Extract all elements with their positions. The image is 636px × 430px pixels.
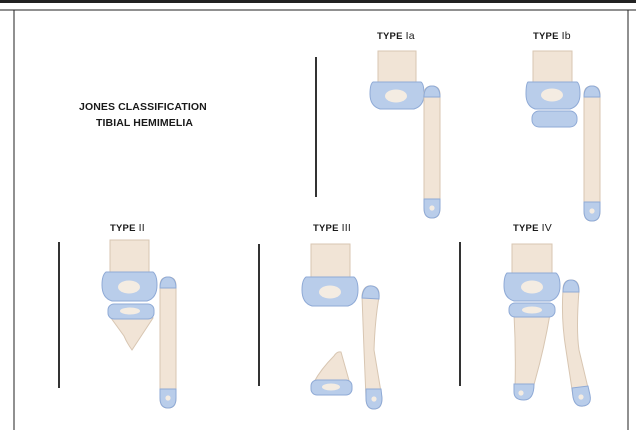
type-ii-fibula-nucleus (165, 395, 170, 400)
type-iii-distal-nucleus (322, 384, 340, 391)
type-iv-femoral-nucleus (521, 281, 543, 294)
type-ii-proximal-tibia (111, 318, 153, 350)
type-iii-prefix: TYPE (313, 223, 339, 234)
type-ib-fibula-top-epiphysis (584, 86, 600, 97)
type-ib-fibula (584, 86, 600, 221)
type-iii-distal-tibia (313, 352, 350, 384)
type-ia-femur-shaft (378, 51, 416, 84)
type-iv-distal-tibia-epiphysis (514, 384, 534, 400)
type-iii-numeral: III (342, 222, 351, 234)
type-iv-tibial-nucleus (522, 307, 542, 314)
type-ib-tibial-remnant (532, 111, 577, 127)
type-ii-femur-shaft (110, 240, 149, 275)
type-iv-femur-shaft (512, 244, 552, 276)
type-ii-prefix: TYPE (110, 223, 136, 234)
type-ii-fibula-top-epiphysis (160, 277, 176, 288)
type-ib-fibula-nucleus (589, 208, 594, 213)
type-ib-prefix: TYPE (533, 31, 559, 42)
type-ib-numeral: Ib (562, 30, 571, 42)
figure-title-line-2: TIBIAL HEMIMELIA (96, 117, 193, 129)
type-ii-femoral-nucleus (118, 281, 140, 294)
type-ia-femoral-nucleus (385, 90, 407, 103)
type-ii-tibial-nucleus (120, 308, 140, 315)
type-iv-numeral: IV (542, 222, 552, 234)
figure-title-line-1: JONES CLASSIFICATION (79, 101, 207, 113)
type-iv-prefix: TYPE (513, 223, 539, 234)
type-iv-tibia-shaft (514, 314, 550, 388)
type-ii-numeral: II (139, 222, 145, 234)
type-ib-drawing (526, 51, 600, 221)
type-ia-fibula (424, 86, 440, 218)
type-iii-drawing (302, 244, 382, 409)
type-ii-drawing (102, 240, 176, 408)
type-ii-fibula (160, 277, 176, 408)
type-iii-femoral-nucleus (319, 286, 341, 299)
type-ib-femur-shaft (533, 51, 572, 84)
type-iv-drawing (504, 244, 590, 406)
type-ib-femoral-nucleus (541, 89, 563, 102)
type-ia-fibula-nucleus (429, 205, 434, 210)
type-ia-fibula-top-epiphysis (424, 86, 440, 97)
type-ia-drawing (370, 51, 440, 218)
type-iii-fibula-nucleus (371, 396, 376, 401)
type-iii-femur-shaft (311, 244, 350, 280)
type-iv-fibula-top-epiphysis (563, 280, 579, 292)
type-iv-fibula-nucleus (578, 394, 583, 399)
type-ia-prefix: TYPE (377, 31, 403, 42)
type-ia-numeral: Ia (406, 30, 415, 42)
type-iv-distal-tibia-nucleus (518, 390, 523, 395)
